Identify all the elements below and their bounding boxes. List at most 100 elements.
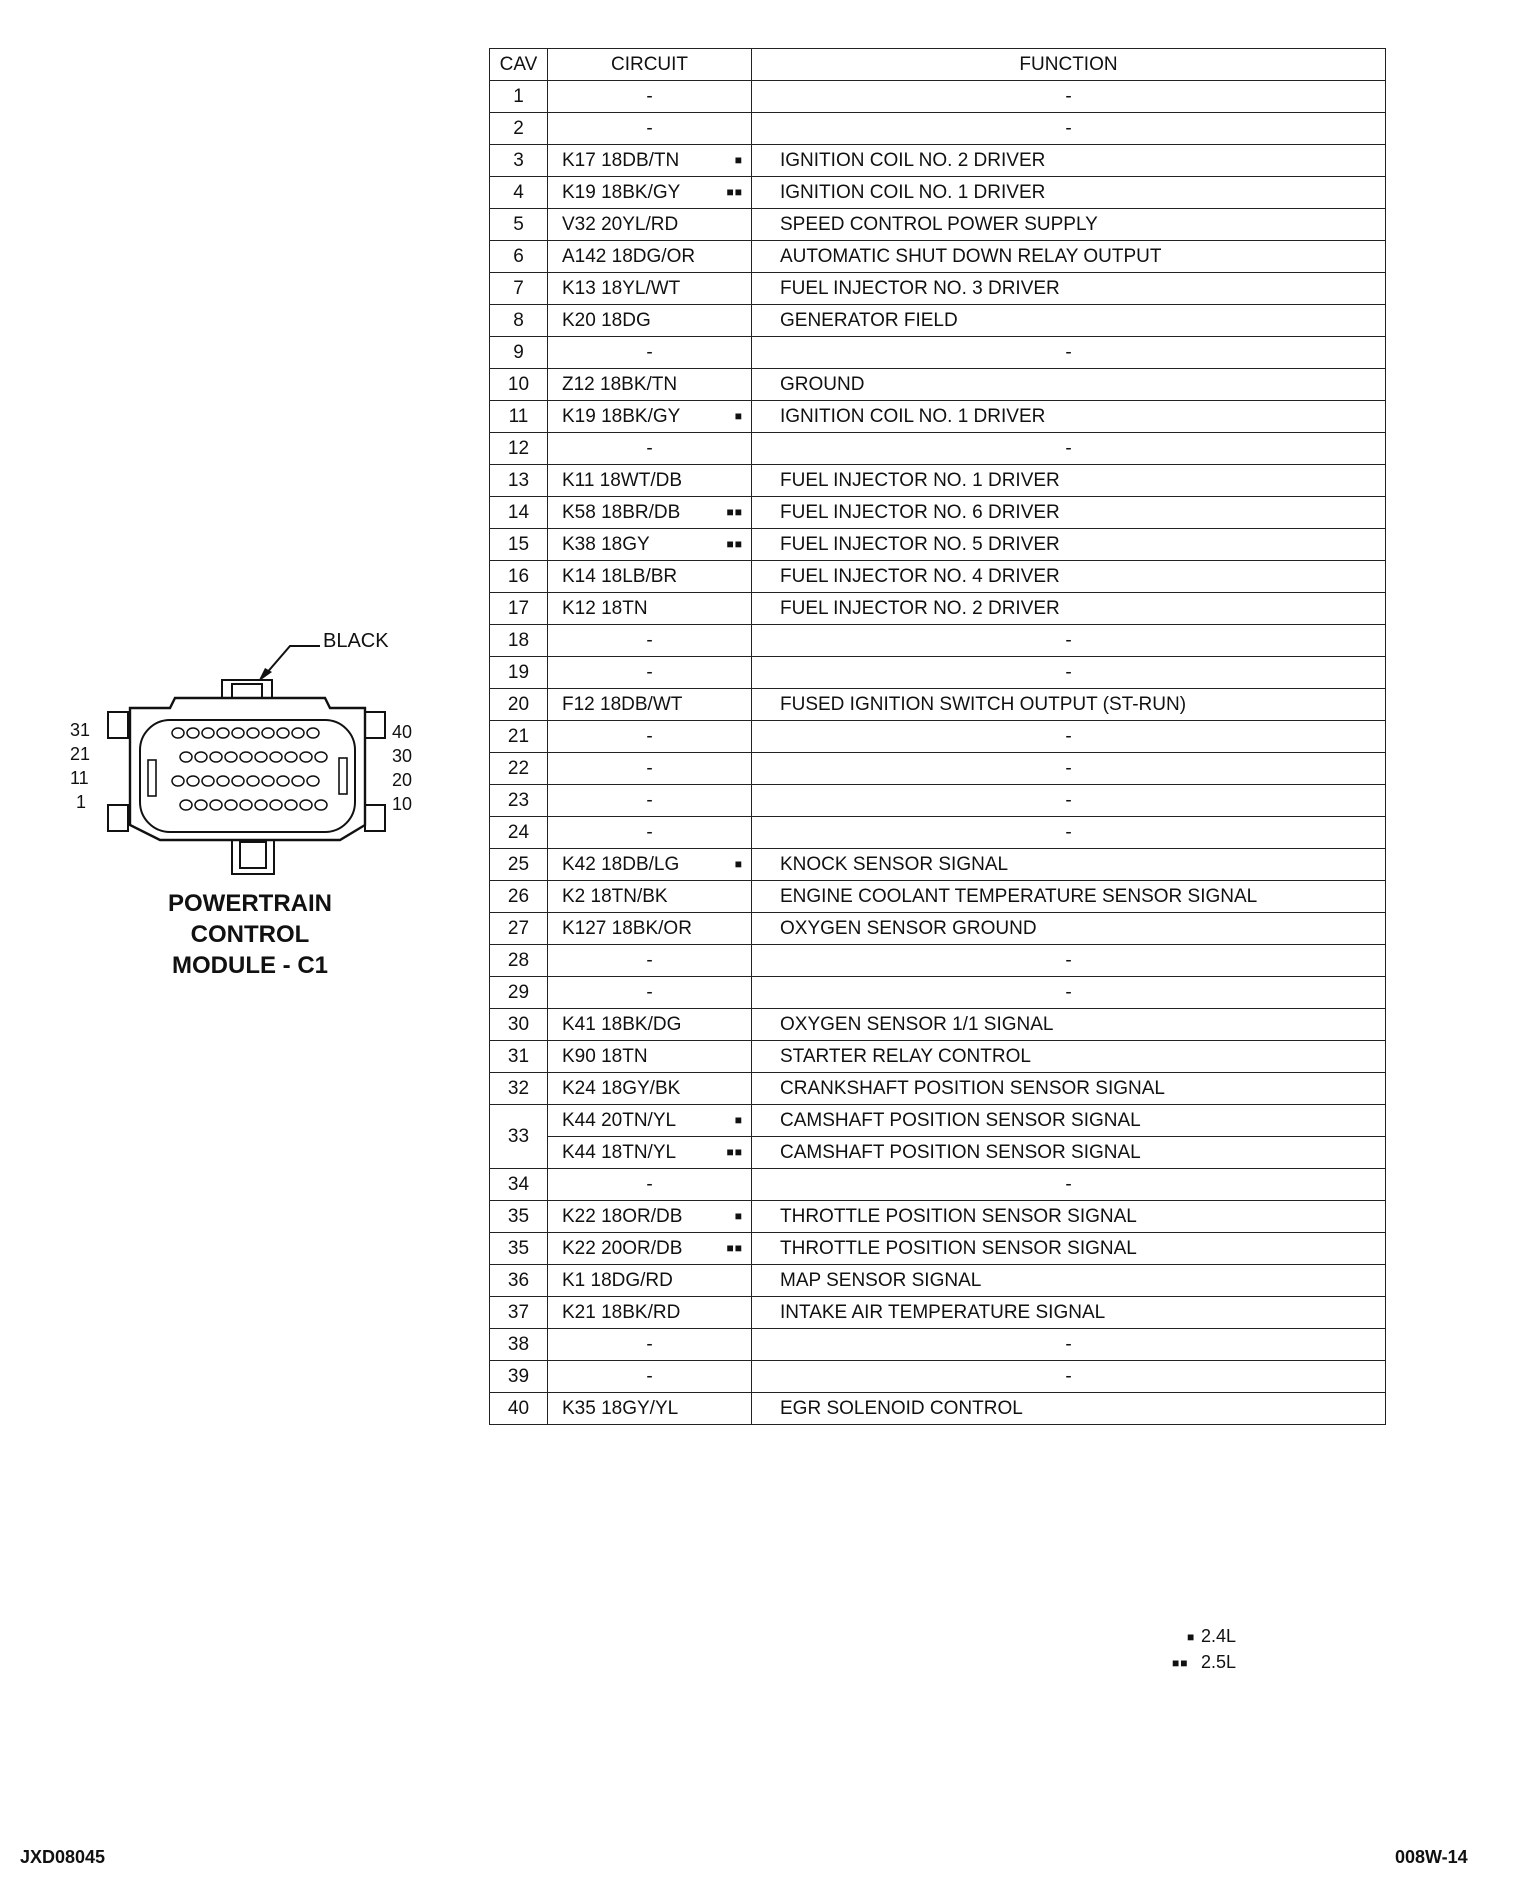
cav-cell: 12 — [489, 432, 548, 465]
function-cell: - — [751, 624, 1386, 657]
connector-pin-hole — [201, 727, 215, 739]
connector-pin-hole — [269, 799, 283, 811]
connector-pin-hole — [239, 799, 253, 811]
pin-label-1: 1 — [76, 792, 87, 812]
function-cell: OXYGEN SENSOR GROUND — [751, 912, 1386, 945]
circuit-code: K24 18GY/BK — [562, 1078, 681, 1099]
engine-variant-marker: ■ — [734, 409, 743, 423]
circuit-cell: K44 18TN/YL■■ — [547, 1136, 752, 1169]
circuit-cell: Z12 18BK/TN — [547, 368, 752, 401]
circuit-code: K14 18LB/BR — [562, 566, 678, 587]
pin-label-31: 31 — [70, 720, 91, 740]
cav-cell: 31 — [489, 1040, 548, 1073]
table-row: 12-- — [489, 432, 1386, 465]
cav-cell: 22 — [489, 752, 548, 785]
circuit-cell: - — [547, 624, 752, 657]
black-label-leader — [264, 645, 320, 676]
circuit-cell: K42 18DB/LG■ — [547, 848, 752, 881]
cav-cell: 21 — [489, 720, 548, 753]
function-cell: KNOCK SENSOR SIGNAL — [751, 848, 1386, 881]
circuit-cell: K24 18GY/BK — [547, 1072, 752, 1105]
table-row: 9-- — [489, 336, 1386, 369]
circuit-cell: F12 18DB/WT — [547, 688, 752, 721]
figure-code: JXD08045 — [20, 1847, 106, 1867]
circuit-code: K38 18GY — [562, 534, 650, 555]
circuit-code: K44 20TN/YL — [562, 1110, 677, 1131]
engine-variant-marker: ■■ — [726, 537, 743, 551]
function-cell: FUEL INJECTOR NO. 2 DRIVER — [751, 592, 1386, 625]
circuit-cell: K19 18BK/GY■■ — [547, 176, 752, 209]
connector-pin-hole — [224, 799, 238, 811]
cav-cell: 18 — [489, 624, 548, 657]
circuit-cell: - — [547, 1168, 752, 1201]
cav-cell: 17 — [489, 592, 548, 625]
connector-pin-hole — [209, 751, 223, 763]
pin-label-20: 20 — [392, 770, 413, 790]
function-cell: ENGINE COOLANT TEMPERATURE SENSOR SIGNAL — [751, 880, 1386, 913]
connector-pin-hole — [306, 727, 320, 739]
cav-cell: 29 — [489, 976, 548, 1009]
connector-pin-hole — [291, 727, 305, 739]
connector-diagram — [107, 645, 386, 875]
circuit-cell: K13 18YL/WT — [547, 272, 752, 305]
circuit-code: K22 18OR/DB — [562, 1206, 683, 1227]
cav-cell: 7 — [489, 272, 548, 305]
circuit-cell: - — [547, 1360, 752, 1393]
connector-pin-hole — [314, 751, 328, 763]
cav-cell: 3 — [489, 144, 548, 177]
module-title-line-1: POWERTRAIN — [168, 890, 332, 917]
circuit-code: K1 18DG/RD — [562, 1270, 673, 1291]
connector-pin-hole — [314, 799, 328, 811]
engine-variant-marker: ■■ — [726, 505, 743, 519]
table-row: 34-- — [489, 1168, 1386, 1201]
circuit-code: K11 18WT/DB — [562, 470, 683, 491]
cav-cell: 23 — [489, 784, 548, 817]
circuit-code: V32 20YL/RD — [562, 214, 679, 235]
function-cell: SPEED CONTROL POWER SUPPLY — [751, 208, 1386, 241]
table-row: 28-- — [489, 944, 1386, 977]
function-cell: THROTTLE POSITION SENSOR SIGNAL — [751, 1232, 1386, 1265]
cav-cell: 37 — [489, 1296, 548, 1329]
cav-cell: 32 — [489, 1072, 548, 1105]
circuit-cell: K41 18BK/DG — [547, 1008, 752, 1041]
circuit-code: - — [646, 790, 653, 811]
pin-label-10: 10 — [392, 794, 413, 814]
function-cell: THROTTLE POSITION SENSOR SIGNAL — [751, 1200, 1386, 1233]
cav-cell: 24 — [489, 816, 548, 849]
function-cell: - — [751, 976, 1386, 1009]
function-cell: GROUND — [751, 368, 1386, 401]
circuit-cell: K20 18DG — [547, 304, 752, 337]
function-cell: CAMSHAFT POSITION SENSOR SIGNAL — [751, 1136, 1386, 1169]
circuit-cell: K14 18LB/BR — [547, 560, 752, 593]
cav-cell: 26 — [489, 880, 548, 913]
module-title: POWERTRAIN CONTROL MODULE - C1 — [140, 888, 360, 981]
connector-tab-top-left — [107, 711, 129, 739]
connector-pin-hole — [171, 727, 185, 739]
cav-cell: 19 — [489, 656, 548, 689]
connector-tab-bottom-left — [107, 804, 129, 832]
function-cell: AUTOMATIC SHUT DOWN RELAY OUTPUT — [751, 240, 1386, 273]
connector-pin-grid — [171, 727, 328, 811]
circuit-cell: - — [547, 1328, 752, 1361]
cav-cell: 2 — [489, 112, 548, 145]
circuit-code: - — [646, 630, 653, 651]
connector-pin-hole — [171, 775, 185, 787]
circuit-cell: K11 18WT/DB — [547, 464, 752, 497]
circuit-cell: K2 18TN/BK — [547, 880, 752, 913]
legend-marker-25l: ■■ — [1172, 1656, 1189, 1670]
connector-pin-hole — [239, 751, 253, 763]
circuit-code: - — [646, 438, 653, 459]
connector-pin-hole — [186, 775, 200, 787]
cav-cell: 33 — [489, 1104, 548, 1169]
legend-label-25l: 2.5L — [1201, 1652, 1237, 1672]
function-cell: FUEL INJECTOR NO. 4 DRIVER — [751, 560, 1386, 593]
engine-variant-marker: ■ — [734, 1113, 743, 1127]
engine-variant-marker: ■■ — [726, 1145, 743, 1159]
function-cell: EGR SOLENOID CONTROL — [751, 1392, 1386, 1425]
